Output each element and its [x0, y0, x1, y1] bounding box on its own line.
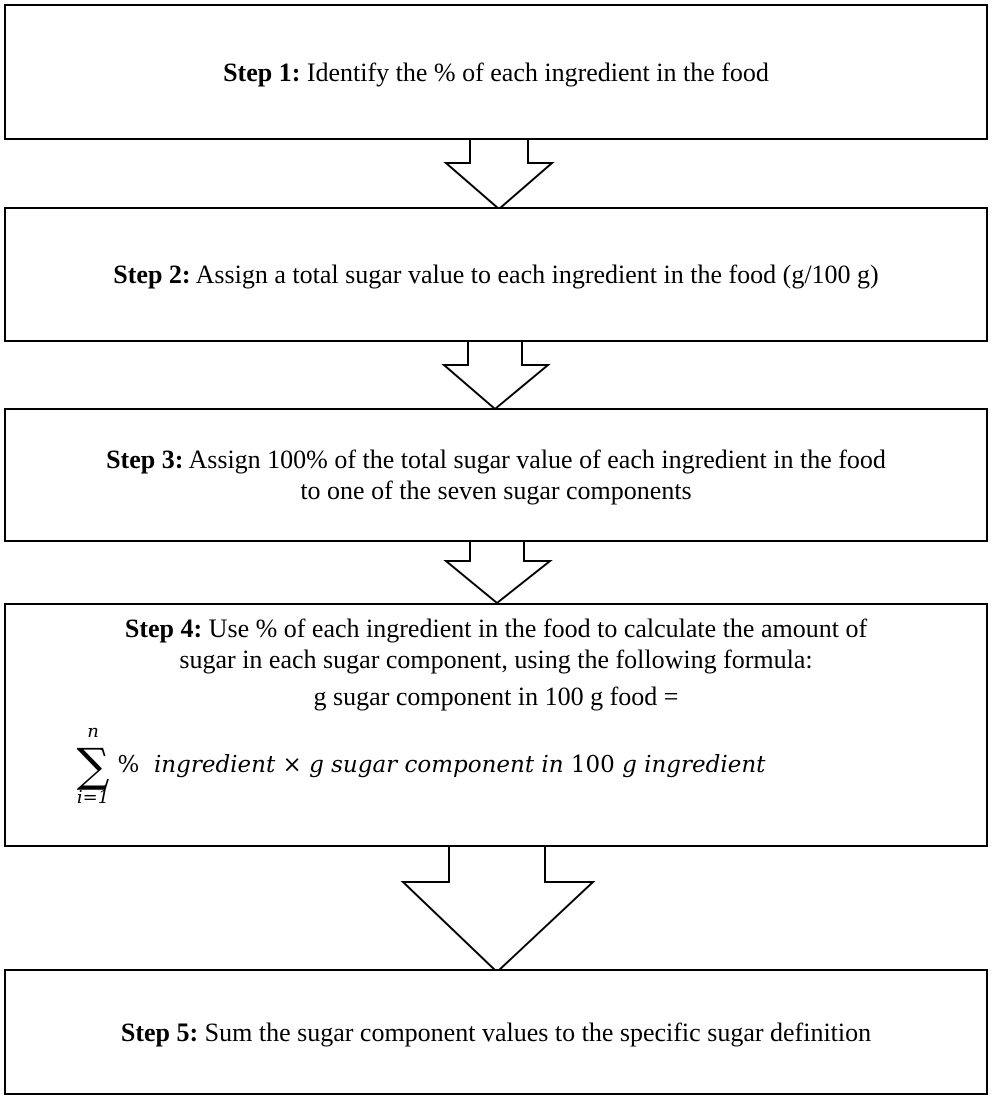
step-3-line-2: to one of the seven sugar components [300, 476, 692, 505]
step-5-description: Sum the sugar component values to the sp… [204, 1017, 872, 1047]
step-4-description-1: Use % of each ingredient in the food to … [208, 614, 868, 643]
formula-number: 100 [570, 751, 615, 778]
sum-upper-limit: n [87, 721, 99, 742]
step-5-box: Step 5: Sum the sugar component values t… [4, 969, 988, 1095]
formula-percent: % [117, 751, 140, 778]
formula-lhs: g sugar component in 100 g food = [313, 682, 679, 711]
step-4-box: Step 4: Use % of each ingredient in the … [4, 603, 988, 847]
step-4-line-1: Step 4: Use % of each ingredient in the … [125, 613, 867, 644]
summation-icon: n ∑ i=1 [77, 722, 110, 808]
step-4-line-2: sugar in each sugar component, using the… [179, 645, 813, 674]
step-1-text: Step 1: Identify the % of each ingredien… [223, 57, 769, 88]
down-arrow-icon [443, 138, 555, 211]
step-1-description: Identify the % of each ingredient in the… [306, 57, 769, 87]
step-2-text: Step 2: Assign a total sugar value to ea… [113, 259, 878, 290]
sum-symbol: ∑ [76, 738, 110, 792]
step-2-label: Step 2: [113, 260, 191, 289]
down-arrow-icon [400, 845, 596, 974]
step-2-box: Step 2: Assign a total sugar value to ea… [4, 207, 988, 342]
sum-lower-limit: i=1 [76, 787, 110, 808]
formula-term-2: g ingredient [622, 751, 766, 778]
formula: n ∑ i=1 % ingredient × g sugar component… [77, 722, 766, 808]
formula-rhs: % ingredient × g sugar component in 100 … [117, 750, 765, 781]
step-2-description: Assign a total sugar value to each ingre… [195, 260, 879, 289]
down-arrow-icon [443, 540, 553, 605]
step-5-label: Step 5: [120, 1017, 199, 1047]
step-1-box: Step 1: Identify the % of each ingredien… [4, 4, 988, 140]
step-3-line-1: Step 3: Assign 100% of the total sugar v… [106, 444, 886, 475]
step-4-label: Step 4: [124, 614, 203, 643]
step-3-box: Step 3: Assign 100% of the total sugar v… [4, 408, 988, 542]
step-1-label: Step 1: [223, 57, 301, 87]
step-3-description-1: Assign 100% of the total sugar value of … [188, 445, 886, 474]
step-3-label: Step 3: [106, 445, 184, 474]
down-arrow-icon [441, 340, 551, 411]
step-5-text: Step 5: Sum the sugar component values t… [121, 1017, 871, 1048]
formula-term-1: ingredient × g sugar component in [153, 751, 564, 778]
